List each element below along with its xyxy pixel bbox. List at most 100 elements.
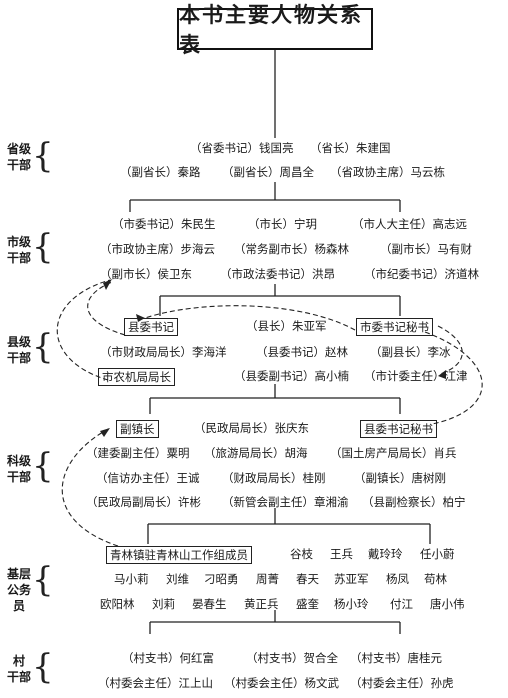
row-provincial-1: （省委书记）钱国亮 （省长）朱建国	[0, 140, 508, 160]
person-entry: （县长）朱亚军	[246, 319, 327, 333]
person-name: 杨小玲	[334, 597, 369, 611]
row-village-2: （村委会主任）江上山 （村委会主任）杨文武 （村委会主任）孙虎	[0, 675, 508, 695]
row-city-1: （市委书记）朱民生 （市长）宁玥 （市人大主任）高志远	[0, 216, 508, 236]
person-name: 唐小伟	[430, 597, 465, 611]
person-name: 苏亚军	[334, 572, 369, 586]
person-entry: （村支书）唐桂元	[350, 651, 442, 665]
boxed-person-entry: 市农机局局长	[98, 368, 175, 386]
arrowhead-5	[100, 428, 110, 437]
row-grassroots-1: 青林镇驻青林山工作组成员 谷枝 王兵 戴玲玲 任小蔚	[0, 546, 508, 566]
career-path-arrow-4	[424, 331, 483, 425]
brace-icon: {	[32, 560, 54, 600]
person-name: 晏春生	[192, 597, 227, 611]
person-name: 杨凤	[386, 572, 409, 586]
level-label-section: 科级干部	[6, 454, 31, 484]
career-path-arrow-2	[87, 281, 126, 336]
person-name: 刁昭勇	[204, 572, 239, 586]
row-city-3: （副市长）侯卫东 （市政法委书记）洪昂 （市纪委书记）济道林	[0, 266, 508, 286]
person-name: 谷枝	[290, 547, 313, 561]
row-section-2: （建委副主任）粟明 （旅游局局长）胡海 （国土房产局局长）肖兵	[0, 445, 508, 465]
person-name: 盛奎	[296, 597, 319, 611]
row-section-4: （民政局副局长）许彬 （新管会副主任）章湘渝 （县副检察长）柏宁	[0, 494, 508, 514]
row-grassroots-3: 欧阳林 刘莉 晏春生 黄正兵 盛奎 杨小玲 付江 唐小伟	[0, 596, 508, 616]
row-county-1: 县委书记 （县长）朱亚军 市委书记秘书	[0, 318, 508, 338]
boxed-person-entry: 副镇长	[116, 420, 159, 438]
person-entry: （市长）宁玥	[248, 217, 317, 231]
brace-icon: {	[32, 327, 54, 367]
level-label-city: 市级干部	[6, 235, 31, 265]
row-grassroots-2: 马小莉 刘维 刁昭勇 周菁 春天 苏亚军 杨凤 苟林	[0, 571, 508, 591]
arrowhead-1	[103, 279, 112, 290]
row-provincial-2: （副省长）秦路 （副省长）周昌全 （省政协主席）马云栋	[0, 164, 508, 184]
brace-icon: {	[32, 446, 54, 486]
row-section-1: 副镇长 （民政局局长）张庆东 县委书记秘书	[0, 420, 508, 440]
person-name: 苟林	[424, 572, 447, 586]
level-label-grassroots: 基层公务员	[6, 567, 31, 613]
person-entry: （市委书记）朱民生	[112, 217, 216, 231]
level-label-county: 县级干部	[6, 335, 31, 365]
person-name: 任小蔚	[420, 547, 455, 561]
person-name: 刘莉	[152, 597, 175, 611]
level-label-provincial: 省级干部	[6, 142, 31, 172]
career-path-arrow-5	[61, 427, 119, 547]
person-entry: （村委会主任）江上山	[98, 676, 213, 690]
person-name: 付江	[390, 597, 413, 611]
person-entry: （县副检察长）柏宁	[362, 495, 466, 509]
brace-icon: {	[32, 227, 54, 267]
person-entry: （市财政局局长）李海洋	[100, 345, 227, 359]
person-name: 欧阳林	[100, 597, 135, 611]
row-county-3: 市农机局局长 （县委副书记）高小楠 （市计委主任）江津	[0, 368, 508, 388]
person-entry: （市政法委书记）洪昂	[220, 267, 335, 281]
boxed-person-entry: 市委书记秘书	[356, 318, 433, 336]
person-entry: （新管会副主任）章湘渝	[222, 495, 349, 509]
row-village-1: （村支书）何红富 （村支书）贺合全 （村支书）唐桂元	[0, 650, 508, 670]
person-entry: （民政局局长）张庆东	[194, 421, 309, 435]
person-entry: （村委会主任）杨文武	[224, 676, 339, 690]
person-name: 周菁	[256, 572, 279, 586]
person-entry: （财政局局长）桂刚	[222, 471, 326, 485]
person-entry: （县委副书记）高小楠	[234, 369, 349, 383]
person-entry: （国土房产局局长）肖兵	[330, 446, 457, 460]
person-entry: （省长）朱建国	[310, 141, 391, 155]
row-city-2: （市政协主席）步海云 （常务副市长）杨森林 （副市长）马有财	[0, 241, 508, 261]
person-name: 春天	[296, 572, 319, 586]
person-name: 马小莉	[114, 572, 149, 586]
row-section-3: （信访办主任）王诚 （财政局局长）桂刚 （副镇长）唐树刚	[0, 470, 508, 490]
person-entry: （建委副主任）粟明	[86, 446, 190, 460]
person-entry: （副省长）周昌全	[222, 165, 314, 179]
arrowhead-3	[438, 370, 446, 379]
person-entry: （民政局副局长）许彬	[86, 495, 201, 509]
career-path-arrow-6	[144, 305, 356, 331]
person-entry: （市计委主任）江津	[364, 369, 468, 383]
boxed-group-name: 青林镇驻青林山工作组成员	[106, 546, 252, 564]
person-entry: （旅游局局长）胡海	[204, 446, 308, 460]
person-entry: （县委书记）赵林	[256, 345, 348, 359]
boxed-person-entry: 县委书记秘书	[360, 420, 437, 438]
person-name: 戴玲玲	[368, 547, 403, 561]
person-entry: （市人大主任）高志远	[352, 217, 467, 231]
person-name: 王兵	[330, 547, 353, 561]
person-entry: （村委会主任）孙虎	[350, 676, 454, 690]
person-entry: （省委书记）钱国亮	[190, 141, 294, 155]
brace-icon: {	[32, 136, 54, 176]
person-entry: （信访办主任）王诚	[96, 471, 200, 485]
boxed-person-entry: 县委书记	[124, 318, 178, 336]
person-name: 刘维	[166, 572, 189, 586]
person-entry: （副省长）秦路	[120, 165, 201, 179]
person-entry: （副市长）马有财	[380, 242, 472, 256]
person-entry: （市政协主席）步海云	[100, 242, 215, 256]
person-entry: （村支书）何红富	[122, 651, 214, 665]
row-county-2: （市财政局局长）李海洋 （县委书记）赵林 （副县长）李冰	[0, 344, 508, 364]
person-entry: （村支书）贺合全	[246, 651, 338, 665]
person-entry: （常务副市长）杨森林	[234, 242, 349, 256]
person-entry: （副市长）侯卫东	[100, 267, 192, 281]
person-entry: （副县长）李冰	[370, 345, 451, 359]
career-path-arrow-1	[56, 279, 111, 381]
person-entry: （市纪委书记）济道林	[364, 267, 479, 281]
person-entry: （副镇长）唐树刚	[354, 471, 446, 485]
person-name: 黄正兵	[244, 597, 279, 611]
brace-icon: {	[32, 647, 54, 687]
person-entry: （省政协主席）马云栋	[330, 165, 445, 179]
